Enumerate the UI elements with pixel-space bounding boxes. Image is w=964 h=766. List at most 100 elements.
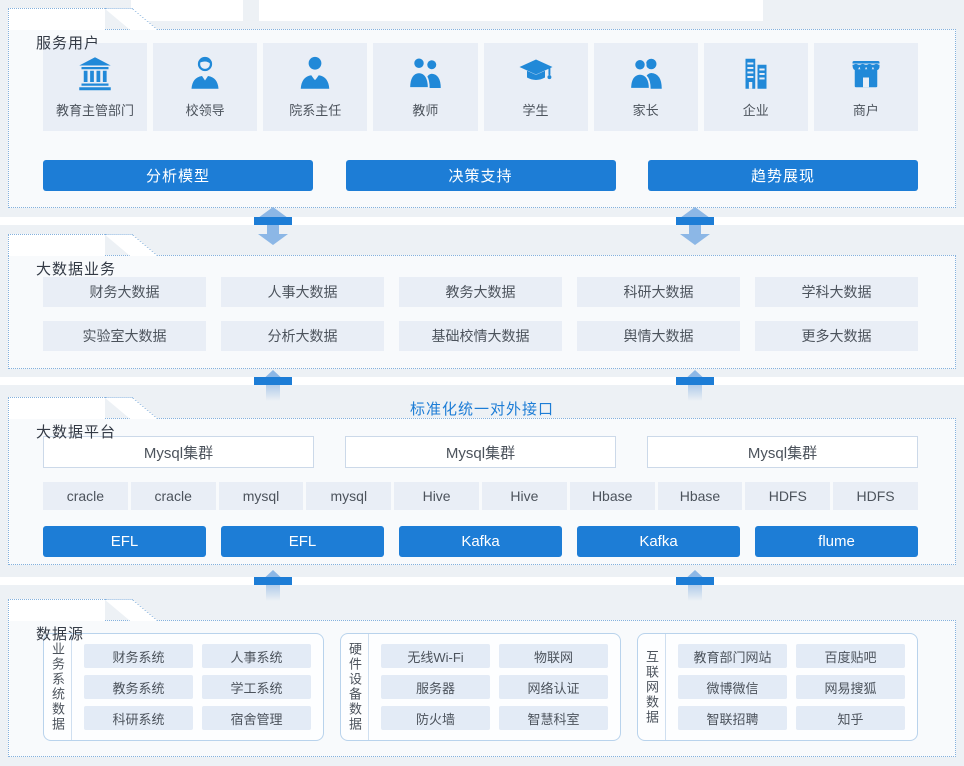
component-tile: Hive — [481, 482, 567, 510]
decision-support-button: 决策支持 — [345, 160, 616, 191]
datasource-tile: 教务系统 — [84, 675, 193, 699]
datasource-tile: 防火墙 — [381, 706, 490, 730]
datasource-tile: 服务器 — [381, 675, 490, 699]
user-tile-teacher: 教师 — [373, 43, 478, 131]
group-hardware-devices: 硬件设备数据 无线Wi-Fi 物联网 服务器 网络认证 防火墙 智慧科室 — [340, 633, 621, 741]
merchant-store-icon — [846, 55, 886, 91]
component-tile: HDFS — [745, 482, 831, 510]
up-down-arrow-icon — [254, 207, 292, 245]
datasource-tile: 学工系统 — [202, 675, 311, 699]
user-tile-merchant: 商户 — [813, 43, 918, 131]
student-cap-icon — [516, 55, 556, 91]
business-tile: 实验室大数据 — [43, 321, 206, 351]
component-tile: mysql — [218, 482, 304, 510]
engine-button-row: EFL EFL Kafka Kafka flume — [43, 526, 918, 557]
mysql-cluster-box: Mysql集群 — [345, 436, 616, 468]
user-tile-label: 教师 — [412, 103, 439, 118]
business-tile: 舆情大数据 — [577, 321, 740, 351]
panel-tab — [8, 234, 105, 256]
business-tile: 更多大数据 — [755, 321, 918, 351]
panel-title-datasource: 数据源 — [36, 626, 85, 643]
user-tile-label: 教育主管部门 — [56, 103, 135, 118]
group-vertical-label: 硬件设备数据 — [341, 634, 369, 740]
datasource-tile: 无线Wi-Fi — [381, 644, 490, 668]
engine-button: EFL — [43, 526, 206, 557]
panel-tab — [8, 397, 105, 419]
datasource-tile: 智联招聘 — [678, 706, 787, 730]
up-arrow-icon — [254, 570, 292, 601]
group-tiles: 财务系统 人事系统 教务系统 学工系统 科研系统 宿舍管理 — [72, 634, 323, 740]
mysql-cluster-box: Mysql集群 — [43, 436, 314, 468]
business-tile: 科研大数据 — [577, 277, 740, 307]
section-divider — [0, 377, 964, 385]
standard-interface-label: 标准化统一对外接口 — [409, 401, 554, 418]
datasource-tile: 知乎 — [796, 706, 905, 730]
component-tile: Hive — [394, 482, 479, 510]
datasource-group-row: 业务系统数据 财务系统 人事系统 教务系统 学工系统 科研系统 宿舍管理 硬件设… — [43, 633, 918, 741]
business-tile-row: 实验室大数据 分析大数据 基础校情大数据 舆情大数据 更多大数据 — [43, 321, 918, 351]
department-director-icon — [295, 55, 335, 91]
user-tile-label: 家长 — [632, 103, 659, 118]
datasource-tile: 物联网 — [499, 644, 608, 668]
school-leader-icon — [185, 55, 225, 91]
datasource-tile: 宿舍管理 — [202, 706, 311, 730]
datasource-tile: 财务系统 — [84, 644, 193, 668]
panel-bigdata-business: 大数据业务 财务大数据 人事大数据 教务大数据 科研大数据 学科大数据 实验室大… — [8, 234, 956, 369]
user-tile-label: 学生 — [522, 103, 549, 118]
datasource-tile: 人事系统 — [202, 644, 311, 668]
business-tile: 财务大数据 — [43, 277, 206, 307]
datasource-tile: 网络认证 — [499, 675, 608, 699]
cluster-row: Mysql集群 Mysql集群 Mysql集群 — [43, 436, 918, 468]
engine-button: Kafka — [577, 526, 740, 557]
user-tile-label: 院系主任 — [289, 103, 342, 118]
datasource-tile: 智慧科室 — [499, 706, 608, 730]
engine-button: EFL — [221, 526, 384, 557]
panel-tab — [8, 8, 105, 30]
datasource-tile: 教育部门网站 — [678, 644, 787, 668]
mysql-cluster-box: Mysql集群 — [647, 436, 918, 468]
component-tile: HDFS — [833, 482, 918, 510]
user-tile-row: 教育主管部门 校领导 院系主任 教师 — [43, 43, 918, 131]
datasource-tile: 百度贴吧 — [796, 644, 905, 668]
component-tile: mysql — [306, 482, 392, 510]
datasource-tile: 网易搜狐 — [796, 675, 905, 699]
up-arrow-icon — [676, 570, 714, 601]
component-tile: cracle — [43, 482, 128, 510]
engine-button: Kafka — [399, 526, 562, 557]
panel-title-bigdata-platform: 大数据平台 — [36, 424, 117, 441]
user-tile-label: 企业 — [742, 103, 769, 118]
group-business-systems: 业务系统数据 财务系统 人事系统 教务系统 学工系统 科研系统 宿舍管理 — [43, 633, 324, 741]
section-divider — [0, 217, 964, 225]
panel-tab-slant — [104, 234, 159, 256]
section-divider — [0, 577, 964, 585]
user-tile-department-director: 院系主任 — [263, 43, 368, 131]
government-building-icon — [75, 55, 115, 91]
group-internet-data: 互联网数据 教育部门网站 百度贴吧 微博微信 网易搜狐 智联招聘 知乎 — [637, 633, 918, 741]
analysis-model-button: 分析模型 — [43, 160, 313, 191]
business-tile: 分析大数据 — [221, 321, 384, 351]
group-tiles: 无线Wi-Fi 物联网 服务器 网络认证 防火墙 智慧科室 — [369, 634, 620, 740]
business-tile: 基础校情大数据 — [399, 321, 562, 351]
up-down-arrow-icon — [676, 207, 714, 245]
parents-icon — [626, 55, 666, 91]
datasource-tile: 科研系统 — [84, 706, 193, 730]
user-tile-enterprise: 企业 — [703, 43, 808, 131]
datasource-tile: 微博微信 — [678, 675, 787, 699]
component-tile-row: cracle cracle mysql mysql Hive Hive Hbas… — [43, 482, 918, 510]
business-tile-row: 财务大数据 人事大数据 教务大数据 科研大数据 学科大数据 — [43, 277, 918, 307]
group-vertical-label: 业务系统数据 — [44, 634, 72, 740]
panel-bigdata-platform: 大数据平台 Mysql集群 Mysql集群 Mysql集群 cracle cra… — [8, 397, 956, 565]
up-arrow-icon — [254, 370, 292, 401]
panel-service-users: 服务用户 教育主管部门 校领导 院系主任 — [8, 8, 956, 208]
component-tile: cracle — [130, 482, 216, 510]
trend-display-button: 趋势展现 — [648, 160, 918, 191]
teacher-icon — [405, 55, 445, 91]
engine-button: flume — [755, 526, 918, 557]
up-arrow-icon — [676, 370, 714, 401]
panel-tab-slant — [104, 599, 159, 621]
user-tile-school-leader: 校领导 — [153, 43, 258, 131]
user-tile-student: 学生 — [483, 43, 588, 131]
panel-tab — [8, 599, 105, 621]
component-tile: Hbase — [569, 482, 655, 510]
